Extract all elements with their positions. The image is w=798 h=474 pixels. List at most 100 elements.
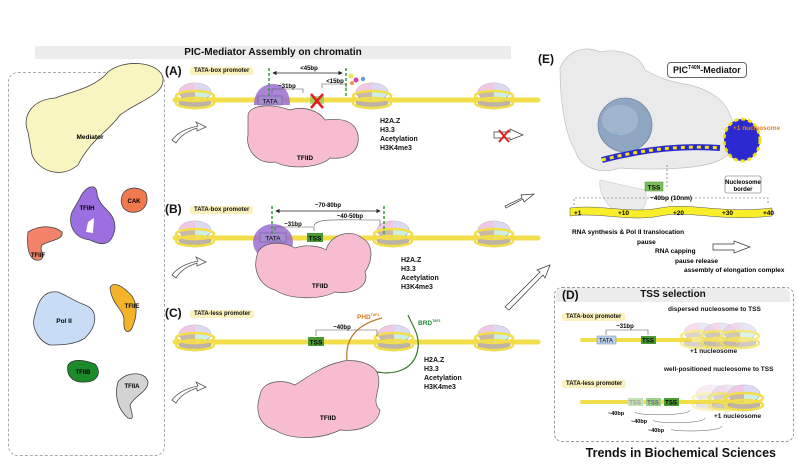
tfiid-label-c: TFIID — [320, 415, 337, 422]
mediator-label: Mediator — [76, 134, 104, 141]
tss-label-c: TSS — [310, 340, 323, 347]
ruler-ticks: +1 +10 +20 +30 +40 — [574, 210, 774, 217]
dist-label: ~40bp — [648, 428, 665, 434]
dispersed-note: dispersed nucleosome to TSS — [668, 306, 761, 313]
tss-box-b — [307, 233, 323, 242]
tfiia-label: TFIIA — [125, 384, 141, 390]
mark: H3.3 — [401, 266, 416, 273]
nucleosome-a2 — [351, 81, 393, 111]
arrow-b-to-e-icon — [504, 193, 536, 209]
promoter-tag-b: TATA-box promoter — [190, 206, 254, 214]
mark: H2A.Z — [401, 257, 422, 264]
cak-label: CAK — [128, 199, 142, 205]
histone-marks-list-b: H2A.Z H3.3 Acetylation H3K4me3 — [401, 256, 439, 292]
panel-d-label: (D) — [562, 288, 579, 302]
tfiib-shape — [67, 359, 99, 383]
tata-box-b — [259, 232, 287, 243]
tfiih-label: TFIIH — [80, 206, 95, 212]
tfiid-label-a: TFIID — [297, 155, 314, 162]
tss-selection-title: TSS selection — [556, 288, 790, 302]
tss-box-c — [308, 337, 324, 346]
tata-label-b: TATA — [265, 236, 281, 243]
histone-marks-list-a: H2A.Z H3.3 Acetylation H3K4me3 — [380, 117, 418, 153]
complex-title-box: PICT40N-Mediator — [667, 62, 747, 78]
panel-e-label: (E) — [538, 52, 554, 66]
mark: H3.3 — [424, 366, 439, 373]
plus1-nuc-label-d1: +1 nucleosome — [690, 348, 738, 355]
dist-inner-b: ~40-50bp — [337, 214, 364, 220]
complex-name: PIC — [673, 65, 689, 75]
dist-c: ~40bp — [333, 325, 351, 331]
tss-label: TSS — [647, 401, 659, 407]
tss-box-e — [644, 181, 664, 192]
mark: H3K4me3 — [401, 284, 433, 291]
polii-shape — [33, 291, 96, 346]
tata-box-d — [596, 335, 617, 345]
tfiib-label: TFIIB — [76, 370, 92, 376]
promoter-tag-c: TATA-less promoter — [190, 310, 255, 318]
tick-label: +40 — [763, 210, 774, 217]
step-label: RNA synthesis & Pol II translocation — [572, 229, 684, 236]
progress-arrow-icon — [712, 240, 751, 254]
entry-arrows — [171, 121, 207, 404]
brd-linker — [376, 314, 419, 374]
mediator-shape — [25, 63, 164, 173]
mark: H3K4me3 — [380, 145, 412, 152]
panel-b-label: (B) — [165, 202, 182, 216]
panel-a-label: (A) — [165, 64, 182, 78]
tfiid-a — [247, 105, 359, 168]
nucleosome-b1 — [174, 219, 216, 249]
figure-title: PIC-Mediator Assembly on chromatin — [35, 46, 511, 59]
nucleosome-c1 — [174, 323, 216, 353]
complex-suffix: -Mediator — [700, 65, 741, 75]
red-x-icon — [310, 93, 324, 109]
tss-label: TSS — [665, 401, 677, 407]
tfiid-label-b: TFIID — [312, 283, 329, 290]
plus1-nuc-label-d2: +1 nucleosome — [714, 413, 762, 420]
dist-outer-a: <45bp — [300, 66, 318, 72]
nucleosome-b3 — [473, 219, 515, 249]
histone-marks-a — [348, 73, 366, 85]
tfiid-c — [257, 360, 381, 438]
arrow-c-to-e-icon — [504, 264, 551, 311]
tick-label: +10 — [618, 210, 629, 217]
journal-footer: Trends in Biochemical Sciences — [585, 446, 776, 460]
dna-helix-e — [601, 144, 721, 163]
tfiih-shape — [70, 186, 116, 245]
nucleosome-c3 — [473, 323, 515, 353]
promoter-tag-d-less: TATA-less promoter — [562, 380, 627, 388]
tfiie-label: TFIIE — [125, 304, 140, 310]
elongation-steps: RNA synthesis & Pol II translocation pau… — [572, 229, 785, 274]
dist-label: ~40bp — [631, 419, 648, 425]
tfiie-shape — [109, 284, 137, 333]
plus1-nucleosome-structure — [724, 119, 760, 161]
mark: H2A.Z — [380, 118, 401, 125]
mark: Acetylation — [424, 375, 462, 382]
tfiid-b — [255, 233, 372, 299]
mark: H3K4me3 — [424, 384, 456, 391]
tata-label-a: TATA — [262, 99, 278, 106]
tfiia-shape — [116, 373, 149, 419]
dna-ruler-e — [569, 206, 773, 219]
phd-label: PHDTAF3 — [357, 313, 379, 321]
tata-box-a — [257, 95, 283, 106]
plus1-label-e: +1 nucleosome — [733, 125, 781, 132]
tss-label-d: TSS — [642, 339, 654, 345]
nucleosome-a3 — [473, 81, 515, 111]
tss-label-e: TSS — [648, 185, 661, 192]
tss-box-d — [641, 336, 656, 344]
step-label: RNA capping — [655, 248, 696, 255]
histone-marks-list-c: H2A.Z H3.3 Acetylation H3K4me3 — [424, 356, 462, 392]
span-label-e: ~40bp (10nm) — [650, 195, 692, 202]
step-label: pause release — [675, 258, 718, 265]
phd-linker — [346, 317, 383, 361]
tick-label: +1 — [574, 210, 582, 217]
tata-label-d: TATA — [599, 339, 613, 345]
tss-shift-row: TSS TSS TSS — [628, 398, 679, 407]
mark: Acetylation — [401, 275, 439, 282]
tss-label-b: TSS — [309, 236, 322, 243]
promoter-tag-a: TATA-box promoter — [190, 67, 254, 75]
step-label: assembly of elongation complex — [684, 267, 785, 274]
nucleosome-border-box — [724, 175, 762, 194]
